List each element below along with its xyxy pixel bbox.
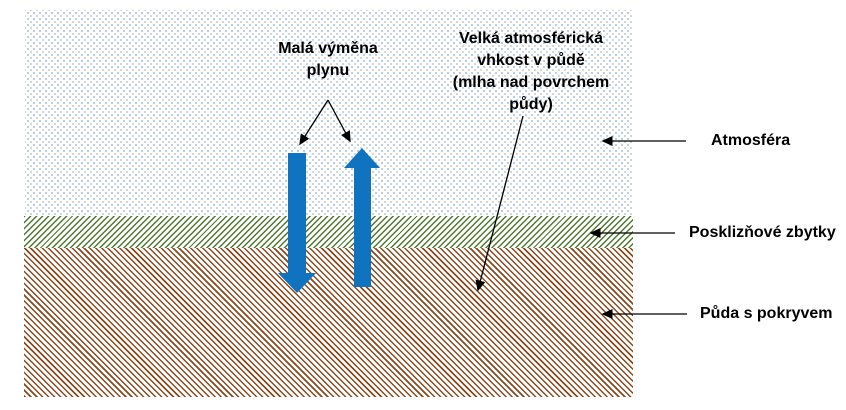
atmosphere-label: Atmosféra [711, 132, 791, 149]
covered-soil-label: Půda s pokryvem [700, 305, 833, 322]
crop-residue-layer [24, 216, 633, 248]
gas-exchange-caption: Malá výměna plynu [278, 40, 378, 79]
soil-moisture-caption: Velká atmosférická vhkost v půdě (mlha n… [452, 30, 610, 113]
soil-layer [24, 248, 633, 397]
crop-residue-label: Posklizňové zbytky [689, 224, 836, 241]
